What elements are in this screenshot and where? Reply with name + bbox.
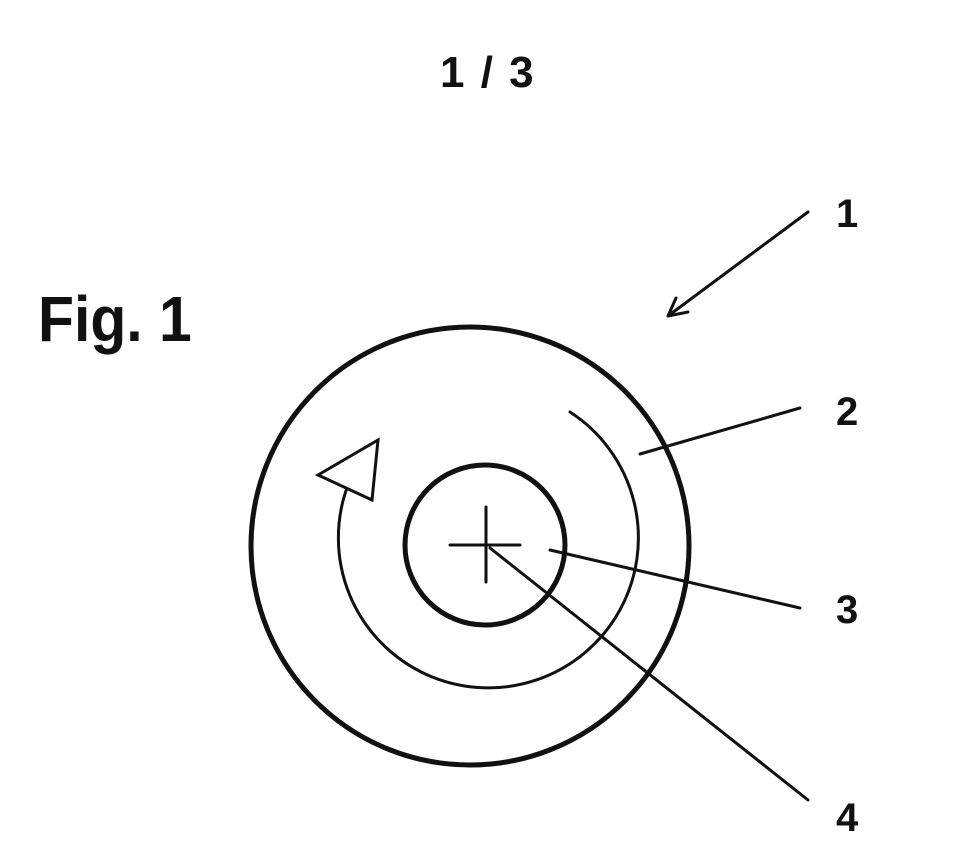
- leader-line-1: [670, 210, 810, 315]
- reference-numeral-1: 1: [836, 192, 859, 236]
- sheet-number: 1 / 3: [440, 48, 536, 97]
- reference-numeral-2: 2: [836, 390, 859, 434]
- leader-line-4: [488, 546, 810, 802]
- reference-numeral-4: 4: [836, 796, 859, 840]
- rotation-arrowhead: [314, 437, 380, 503]
- rotation-arc: [336, 410, 640, 690]
- inner-circle: [402, 462, 568, 628]
- leader-line-3: [548, 548, 802, 610]
- reference-numeral-3: 3: [836, 588, 859, 632]
- figure-label: Fig. 1: [38, 283, 192, 355]
- arrowhead-1: [666, 296, 690, 318]
- leader-line-2: [638, 406, 802, 456]
- outer-circle: [248, 324, 692, 768]
